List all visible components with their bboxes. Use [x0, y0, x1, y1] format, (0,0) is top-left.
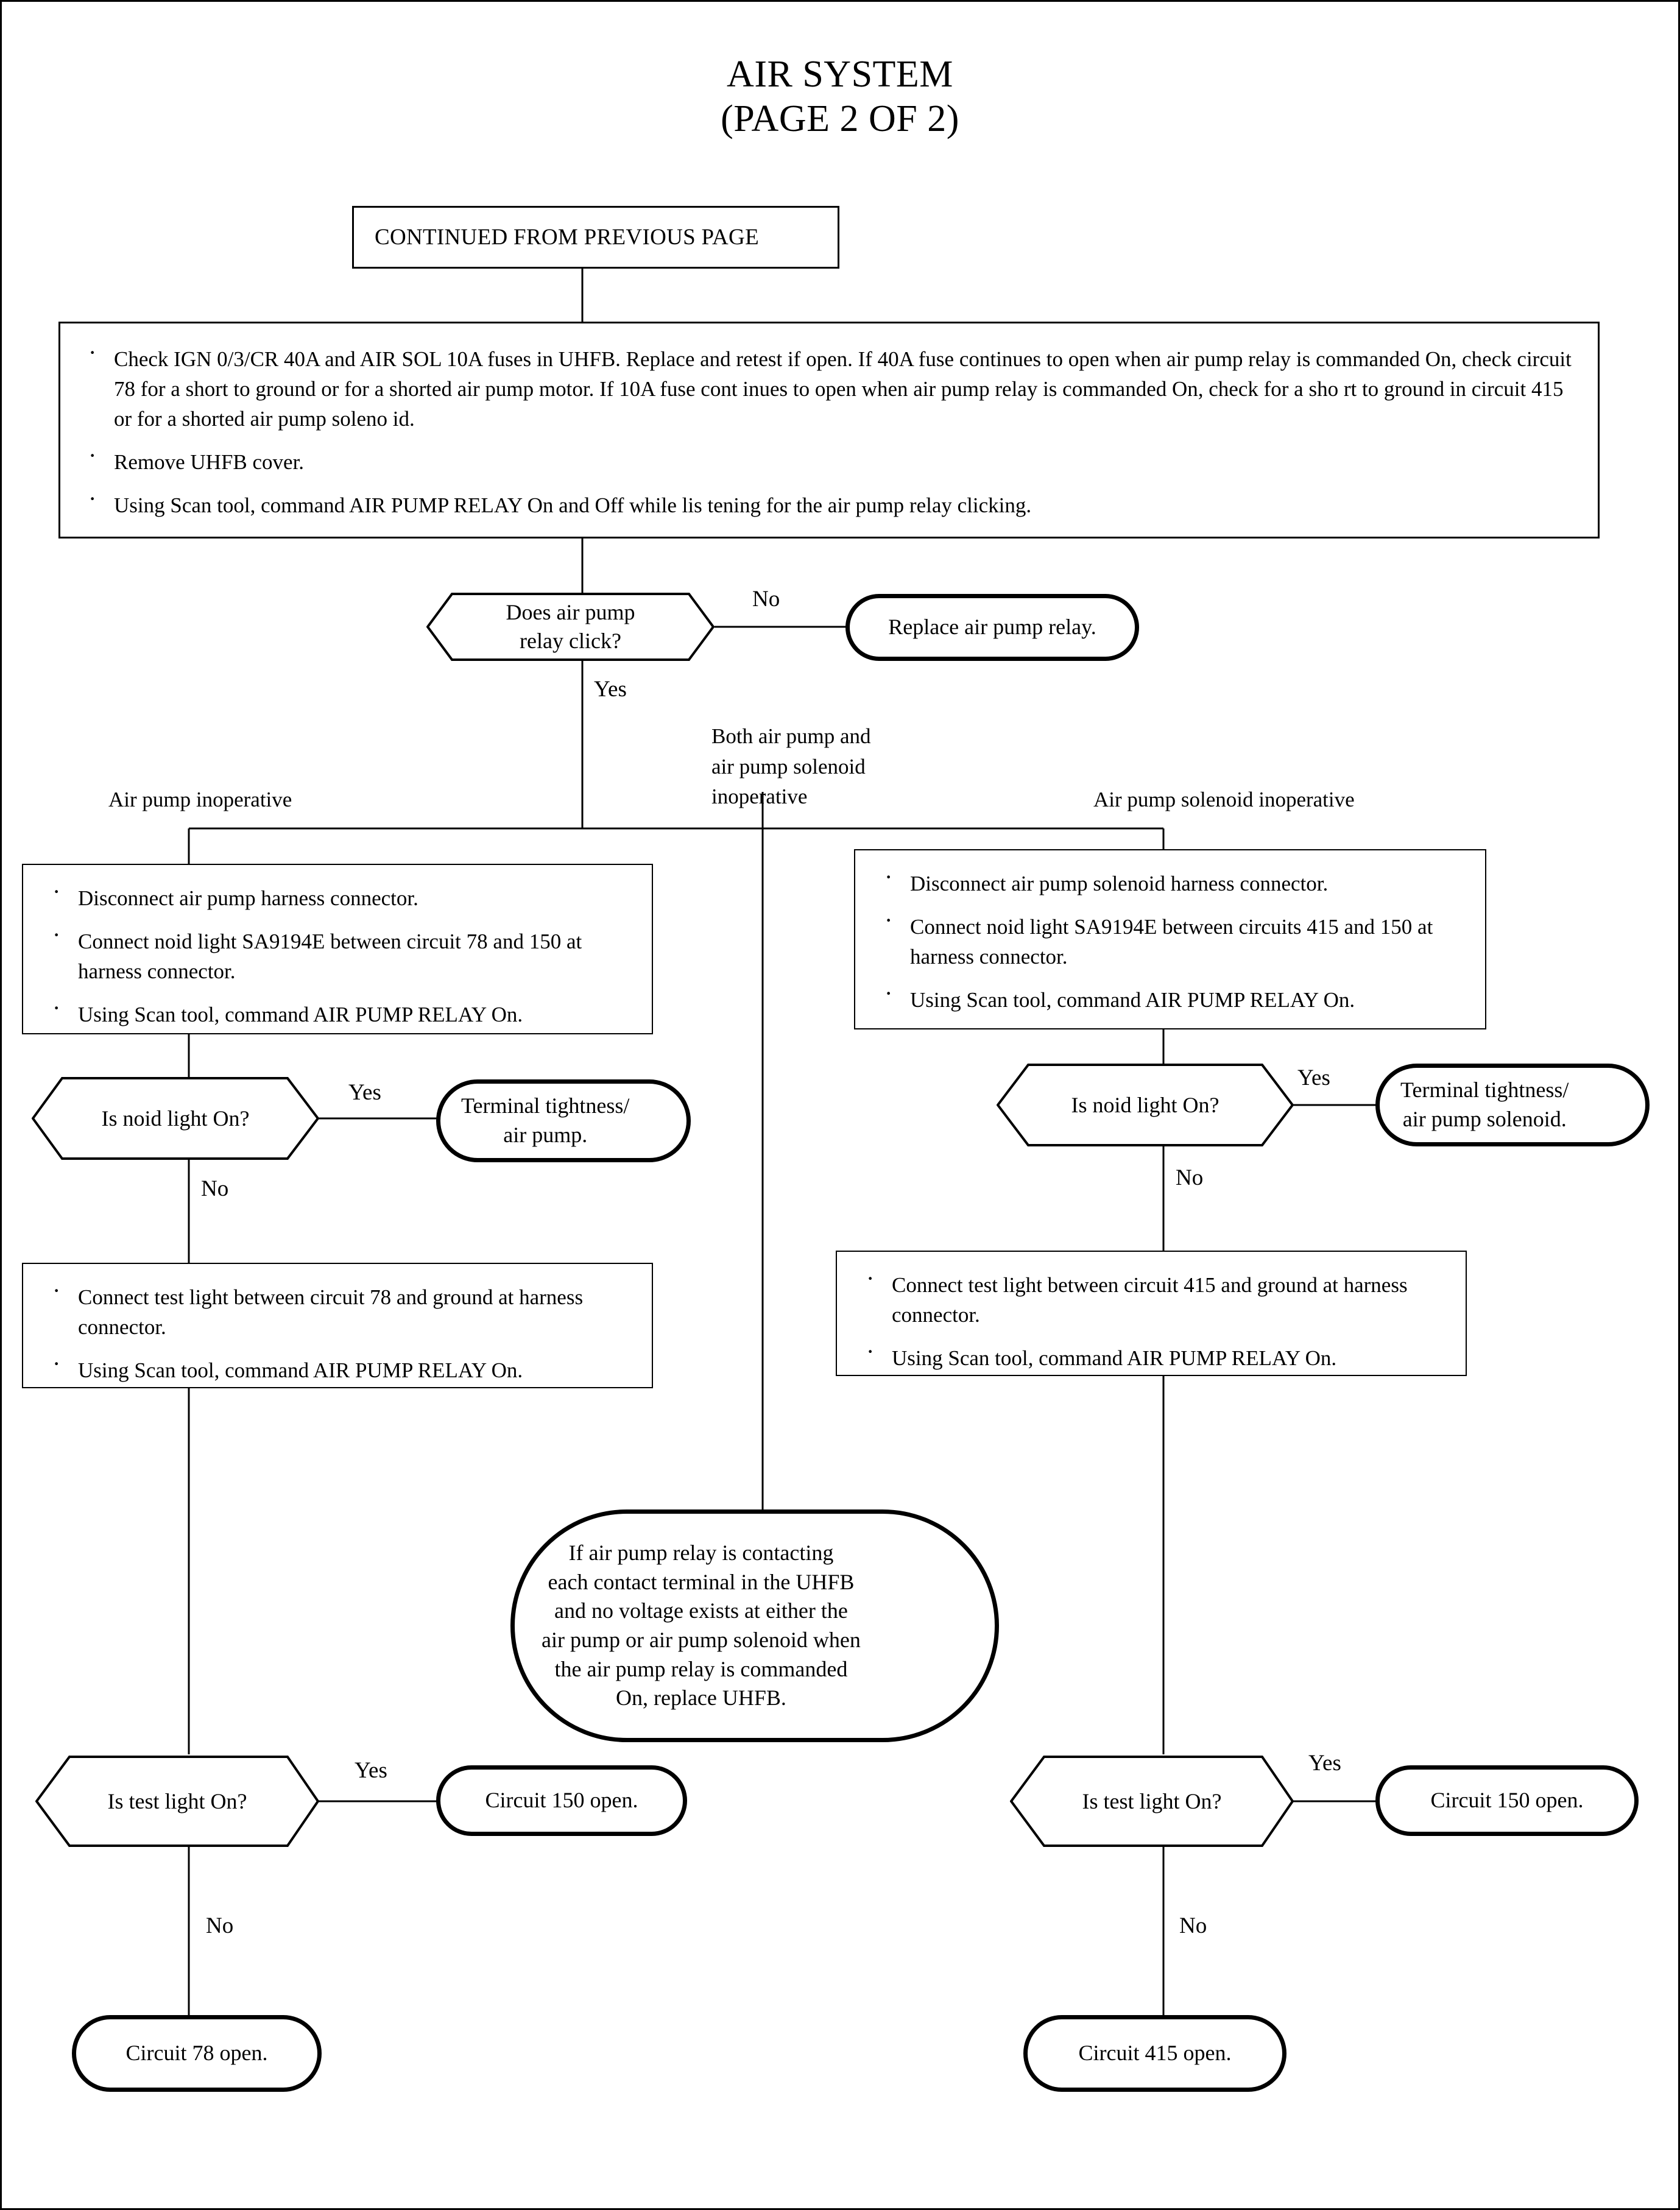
center-uhfb-note-text: If air pump relay is contacting each con… [515, 1539, 888, 1712]
note-line-2: each contact terminal in the UHFB [548, 1569, 855, 1594]
hexagon-shape [35, 1756, 319, 1847]
right-circuit150-label: Circuit 150 open. [1430, 1788, 1584, 1813]
continued-from-previous-page-box: CONTINUED FROM PREVIOUS PAGE [352, 206, 839, 269]
left-process-bullets: Disconnect air pump harness connector. C… [41, 880, 635, 1029]
list-item: Disconnect air pump harness connector. [41, 880, 635, 913]
replace-air-pump-relay-terminal: Replace air pump relay. [845, 594, 1139, 661]
right-circuit-415-open-terminal: Circuit 415 open. [1023, 2015, 1286, 2092]
hexagon-shape [997, 1064, 1294, 1146]
list-item: Using Scan tool, command AIR PUMP RELAY … [874, 981, 1468, 1015]
list-item: Check IGN 0/3/CR 40A and AIR SOL 10A fus… [77, 341, 1573, 434]
right-testlight-decision-text: Is test light On? [1082, 1788, 1222, 1813]
right-testlight-decision: Is test light On? [1010, 1756, 1294, 1847]
right-noid-light-decision: Is noid light On? [997, 1064, 1294, 1146]
list-item: Connect noid light SA9194E between circu… [41, 923, 635, 986]
decision-line-2: relay click? [520, 629, 621, 653]
edge-label-left-test-no: No [206, 1913, 234, 1938]
list-item: Connect noid light SA9194E between circu… [874, 908, 1468, 972]
left-testlight-bullets: Connect test light between circuit 78 an… [41, 1279, 635, 1385]
edge-label-left-noid-no: No [201, 1176, 229, 1201]
branch-label-right: Air pump solenoid inoperative [1093, 788, 1355, 811]
left-terminal-tightness-terminal: Terminal tightness/ air pump. [436, 1079, 691, 1162]
left-testlight-decision: Is test light On? [35, 1756, 319, 1847]
edge-label-right-test-no: No [1179, 1913, 1207, 1938]
left-circuit-150-open-terminal: Circuit 150 open. [436, 1765, 687, 1836]
left-noid-decision-text: Is noid light On? [101, 1106, 250, 1131]
edge-label-left-test-yes: Yes [355, 1758, 387, 1783]
right-terminal-tightness-terminal: Terminal tightness/ air pump solenoid. [1375, 1064, 1650, 1146]
terminal-line-1: Terminal tightness/ [461, 1093, 630, 1118]
top-process-bullets: Check IGN 0/3/CR 40A and AIR SOL 10A fus… [77, 341, 1573, 520]
page-title: AIR SYSTEM (PAGE 2 OF 2) [0, 52, 1680, 141]
left-process-box: Disconnect air pump harness connector. C… [22, 864, 653, 1034]
edge-label-right-noid-no: No [1176, 1165, 1204, 1190]
note-line-4: air pump or air pump solenoid when [542, 1628, 861, 1652]
list-item: Connect test light between circuit 78 an… [41, 1279, 635, 1342]
right-circuit415-label: Circuit 415 open. [1078, 2041, 1232, 2066]
right-process-box: Disconnect air pump solenoid harness con… [854, 849, 1486, 1029]
right-testlight-bullets: Connect test light between circuit 415 a… [855, 1266, 1449, 1373]
left-testlight-decision-text: Is test light On? [107, 1788, 247, 1813]
left-testlight-process-box: Connect test light between circuit 78 an… [22, 1263, 653, 1388]
edge-label-right-test-yes: Yes [1308, 1751, 1341, 1776]
hexagon-shape [32, 1077, 319, 1160]
edge-label-relay-no: No [752, 587, 780, 612]
note-line-1: If air pump relay is contacting [568, 1541, 834, 1566]
hexagon-shape [1010, 1756, 1294, 1847]
top-process-box: Check IGN 0/3/CR 40A and AIR SOL 10A fus… [58, 322, 1600, 538]
note-line-5: the air pump relay is commanded [554, 1656, 848, 1681]
list-item: Connect test light between circuit 415 a… [855, 1266, 1449, 1330]
right-process-bullets: Disconnect air pump solenoid harness con… [874, 865, 1468, 1015]
list-item: Remove UHFB cover. [77, 443, 1573, 477]
right-testlight-process-box: Connect test light between circuit 415 a… [836, 1251, 1467, 1376]
relay-click-decision-text: Does air pump relay click? [506, 598, 635, 655]
list-item: Using Scan tool, command AIR PUMP RELAY … [41, 1352, 635, 1385]
edge-label-right-noid-yes: Yes [1297, 1065, 1330, 1090]
relay-click-decision: Does air pump relay click? [426, 593, 715, 661]
note-line-3: and no voltage exists at either the [554, 1598, 848, 1623]
continued-label: CONTINUED FROM PREVIOUS PAGE [375, 225, 759, 250]
left-circuit150-label: Circuit 150 open. [485, 1788, 638, 1813]
terminal-line-1: Terminal tightness/ [1400, 1078, 1569, 1103]
edge-label-left-noid-yes: Yes [348, 1080, 381, 1105]
edge-label-relay-yes: Yes [594, 677, 627, 702]
terminal-line-2: air pump solenoid. [1402, 1107, 1567, 1131]
terminal-line-2: air pump. [503, 1123, 588, 1147]
list-item: Disconnect air pump solenoid harness con… [874, 865, 1468, 898]
replace-relay-label: Replace air pump relay. [888, 615, 1096, 640]
left-terminal-tightness-text: Terminal tightness/ air pump. [440, 1092, 650, 1149]
list-item: Using Scan tool, command AIR PUMP RELAY … [855, 1340, 1449, 1373]
branch-label-center: Both air pump and air pump solenoid inop… [711, 724, 871, 809]
left-circuit-78-open-terminal: Circuit 78 open. [72, 2015, 322, 2092]
note-line-6: On, replace UHFB. [615, 1686, 786, 1710]
right-terminal-tightness-text: Terminal tightness/ air pump solenoid. [1380, 1076, 1589, 1134]
left-noid-light-decision: Is noid light On? [32, 1077, 319, 1160]
right-noid-decision-text: Is noid light On? [1071, 1092, 1219, 1117]
title-line-2: (PAGE 2 OF 2) [721, 98, 959, 140]
hexagon-shape [426, 593, 715, 661]
center-uhfb-note-terminal: If air pump relay is contacting each con… [510, 1509, 999, 1742]
list-item: Using Scan tool, command AIR PUMP RELAY … [77, 487, 1573, 520]
left-circuit78-label: Circuit 78 open. [125, 2041, 268, 2066]
branch-label-left: Air pump inoperative [108, 788, 292, 811]
decision-line-1: Does air pump [506, 600, 635, 625]
title-line-1: AIR SYSTEM [727, 54, 953, 95]
list-item: Using Scan tool, command AIR PUMP RELAY … [41, 996, 635, 1029]
right-circuit-150-open-terminal: Circuit 150 open. [1375, 1765, 1639, 1836]
